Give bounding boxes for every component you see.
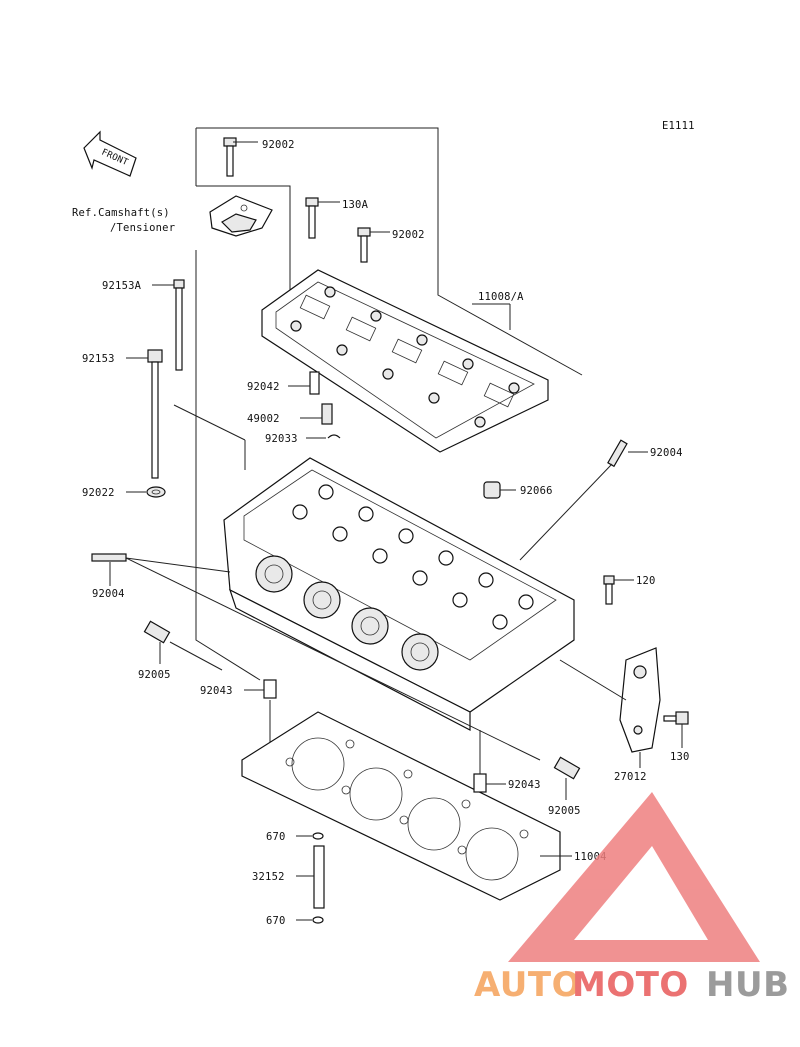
pipe-32152 xyxy=(296,845,325,909)
label-92002-top: 92002 xyxy=(262,139,295,151)
label-670-bottom: 670 xyxy=(266,915,286,927)
clip-92033 xyxy=(306,434,341,439)
label-92043-right: 92043 xyxy=(508,779,541,791)
watermark-moto: MOTO xyxy=(572,965,689,1005)
camshaft-holder-ref xyxy=(209,195,273,237)
dowel-92043-left xyxy=(244,679,277,750)
label-92153: 92153 xyxy=(82,353,115,365)
ref-note-line2: /Tensioner xyxy=(110,222,175,234)
guide-49002 xyxy=(300,403,333,425)
stud-92004-right xyxy=(519,439,648,561)
label-670-top: 670 xyxy=(266,831,286,843)
watermark-auto: AUTO xyxy=(474,965,581,1005)
bolt-130a xyxy=(305,197,340,239)
label-92004-left: 92004 xyxy=(92,588,125,600)
fitting-92005-right xyxy=(553,756,581,800)
label-92153a: 92153A xyxy=(102,280,142,292)
fitting-92005-left xyxy=(143,620,223,671)
label-92002-right: 92002 xyxy=(392,229,425,241)
bolt-92153 xyxy=(126,349,163,479)
label-92033: 92033 xyxy=(265,433,298,445)
stud-92004-left xyxy=(91,553,541,761)
automotohub-watermark-logo: AUTO MOTO HUB xyxy=(474,792,789,1005)
figure-code: E1111 xyxy=(662,120,695,132)
label-49002: 49002 xyxy=(247,413,280,425)
label-92066: 92066 xyxy=(520,485,553,497)
dowel-92042 xyxy=(288,371,320,395)
camshaft-cap-11008a xyxy=(261,269,549,453)
label-11008a: 11008/A xyxy=(478,291,524,303)
o-ring-670-bottom xyxy=(296,916,324,924)
label-92043-left: 92043 xyxy=(200,685,233,697)
dowel-92043-right xyxy=(473,730,506,793)
ref-note-line1: Ref.Camshaft(s) xyxy=(72,207,170,219)
plug-92066 xyxy=(483,481,516,499)
label-130: 130 xyxy=(670,751,690,763)
front-arrow-icon: FRONT xyxy=(83,130,137,177)
label-92005-left: 92005 xyxy=(138,669,171,681)
watermark-hub: HUB xyxy=(706,965,789,1005)
bolt-130 xyxy=(663,711,689,748)
bracket-27012 xyxy=(559,647,661,768)
bolt-120 xyxy=(603,575,634,605)
label-130a: 130A xyxy=(342,199,369,211)
label-92022: 92022 xyxy=(82,487,115,499)
bolt-92002-right xyxy=(357,227,390,263)
outline-frame xyxy=(173,127,583,681)
label-92004-right: 92004 xyxy=(650,447,683,459)
label-32152: 32152 xyxy=(252,871,285,883)
label-120: 120 xyxy=(636,575,656,587)
label-27012: 27012 xyxy=(614,771,647,783)
o-ring-670-top xyxy=(296,832,324,840)
head-gasket-11004 xyxy=(241,711,572,901)
washer-92022 xyxy=(126,486,166,498)
bolt-92002-top xyxy=(223,137,258,177)
cylinder-head xyxy=(223,457,575,731)
label-92042: 92042 xyxy=(247,381,280,393)
label-92005-right: 92005 xyxy=(548,805,581,817)
bolt-92153a xyxy=(152,279,185,371)
